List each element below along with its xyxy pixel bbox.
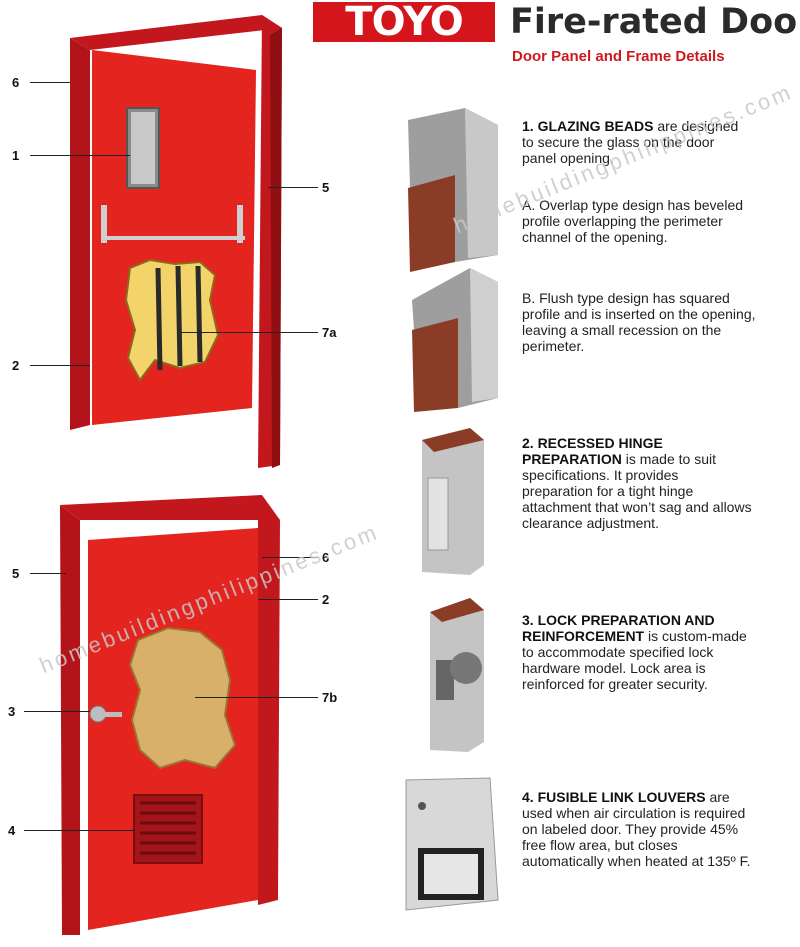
door1-panel bbox=[92, 50, 256, 425]
door2-label-2: 2 bbox=[322, 592, 330, 607]
feature-heading: 3. LOCK PREPARATION AND REINFORCEMENT bbox=[522, 612, 715, 644]
feature-glazing-beads: 1. GLAZING BEADS are designed to secure … bbox=[522, 118, 752, 166]
door2-label-4: 4 bbox=[8, 823, 16, 838]
feature-glazing-flush: B. Flush type design has squared profile… bbox=[522, 290, 756, 354]
lock-preparation-image bbox=[430, 598, 484, 752]
leader-line bbox=[195, 697, 318, 698]
door1-label-5: 5 bbox=[322, 180, 330, 195]
door1-label-2: 2 bbox=[12, 358, 20, 373]
feature-body: are used when air circulation is require… bbox=[522, 789, 751, 869]
door2-label-7b: 7b bbox=[322, 690, 338, 705]
feature-heading: 2. RECESSED HINGE PREPARATION bbox=[522, 435, 663, 467]
leader-line bbox=[24, 711, 90, 712]
page-title: Fire-rated Doo bbox=[510, 2, 798, 42]
feature-body: is made to suit specifications. It provi… bbox=[522, 451, 752, 531]
leader-line bbox=[258, 599, 318, 600]
door2-label-3: 3 bbox=[8, 704, 16, 719]
door2-label-6: 6 bbox=[322, 550, 330, 565]
door1-frame bbox=[70, 15, 282, 468]
feature-body: is custom-made to accommodate specified … bbox=[522, 628, 747, 692]
feature-recessed-hinge: 2. RECESSED HINGE PREPARATION is made to… bbox=[522, 435, 752, 531]
leader-line bbox=[180, 332, 318, 333]
feature-heading: 4. FUSIBLE LINK LOUVERS bbox=[522, 789, 706, 805]
page-subtitle: Door Panel and Frame Details bbox=[512, 48, 725, 65]
leader-line bbox=[30, 573, 66, 574]
feature-glazing-overlap: A. Overlap type design has beveled profi… bbox=[522, 197, 744, 245]
leader-line bbox=[262, 557, 318, 558]
feature-body: are designed to secure the glass on the … bbox=[522, 118, 739, 166]
leader-line bbox=[268, 187, 318, 188]
feature-heading: 1. GLAZING BEADS bbox=[522, 118, 654, 134]
leader-line bbox=[24, 830, 134, 831]
door2-panel bbox=[88, 528, 258, 930]
glazing-bead-overlap-image bbox=[408, 108, 498, 272]
glazing-bead-flush-image bbox=[412, 268, 498, 412]
door1-label-6: 6 bbox=[12, 75, 20, 90]
door2-frame bbox=[60, 495, 280, 935]
recessed-hinge-image bbox=[422, 428, 484, 575]
brand-logo: TOYO bbox=[313, 2, 495, 42]
door2-label-5: 5 bbox=[12, 566, 20, 581]
leader-line bbox=[30, 82, 70, 83]
feature-fusible-louvers: 4. FUSIBLE LINK LOUVERS are used when ai… bbox=[522, 789, 762, 869]
fusible-louver-image bbox=[405, 777, 499, 911]
door1-label-7a: 7a bbox=[322, 325, 337, 340]
feature-lock-preparation: 3. LOCK PREPARATION AND REINFORCEMENT is… bbox=[522, 612, 762, 692]
door1-label-1: 1 bbox=[12, 148, 20, 163]
leader-line bbox=[30, 155, 130, 156]
leader-line bbox=[30, 365, 90, 366]
